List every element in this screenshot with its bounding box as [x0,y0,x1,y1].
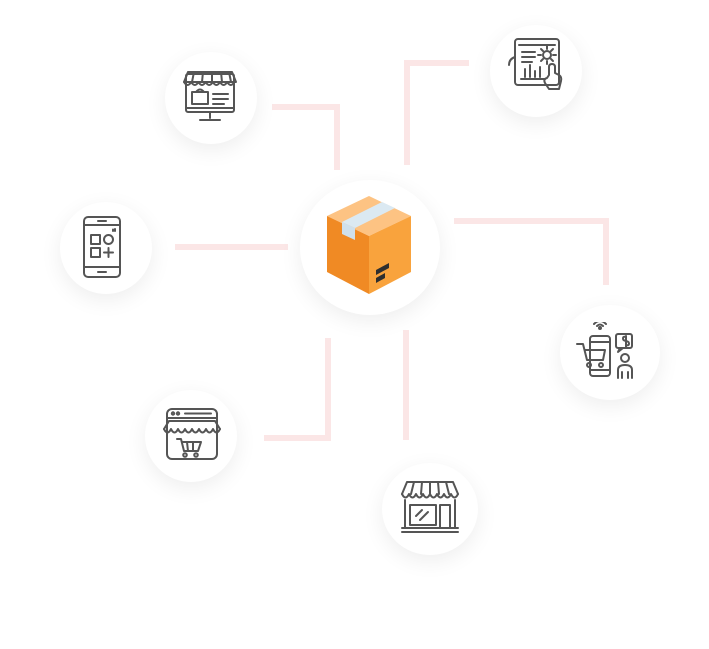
connector-storefront [272,104,340,170]
physical-store-icon [401,478,459,534]
connector-payment [454,218,609,285]
channel-node-storefront [165,52,257,144]
package-box-icon [325,194,413,295]
mobile-app-grid-icon [82,215,122,279]
connector-web-store [264,338,331,441]
online-storefront-monitor-icon [182,68,238,124]
channel-node-web-store [145,390,237,482]
mobile-shopping-payment-icon [575,322,639,382]
channel-node-physical-store [382,463,478,555]
tablet-settings-analytics-icon [505,35,565,95]
connector-tablet [404,60,469,165]
web-store-cart-icon [163,405,221,463]
